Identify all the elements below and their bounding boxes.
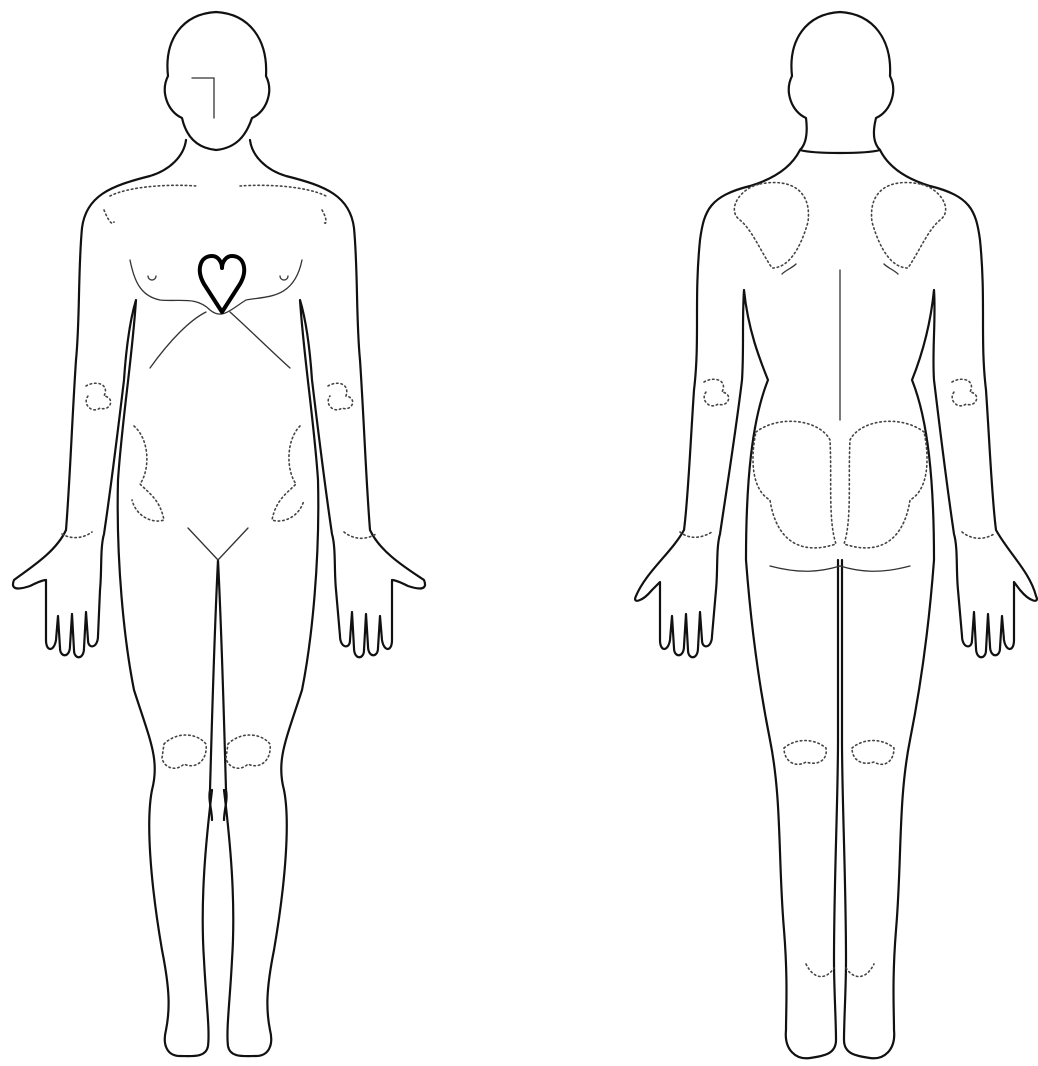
front-nose xyxy=(192,78,214,118)
front-body-right-outline xyxy=(224,140,425,1056)
front-groin xyxy=(188,528,248,560)
back-body-view xyxy=(635,12,1037,1058)
back-pelvis-dots-right xyxy=(844,421,927,548)
front-inner-legs xyxy=(209,560,226,820)
back-buttock-line xyxy=(770,566,910,571)
front-head-outline xyxy=(165,12,269,150)
front-body-left-outline xyxy=(13,140,212,1056)
back-scapula-dots-right xyxy=(872,183,946,268)
front-shoulder-dots-right xyxy=(240,185,326,223)
back-scapula-dots-left xyxy=(734,183,808,268)
front-nipple-right xyxy=(280,276,288,280)
back-elbow-dots-right xyxy=(952,379,977,406)
front-shoulder-dots-left xyxy=(104,185,196,223)
back-ankle-dots xyxy=(806,964,874,977)
front-wrist-dots xyxy=(62,532,376,538)
front-knee-dots-left xyxy=(162,735,206,768)
back-body-left-outline xyxy=(635,150,838,1058)
front-knee-dots-right xyxy=(226,735,270,768)
back-elbow-dots-left xyxy=(704,379,729,406)
back-inner-legs xyxy=(838,560,842,740)
front-body-view xyxy=(13,12,425,1056)
front-ribcage xyxy=(150,312,290,368)
front-hip-dots-left xyxy=(132,426,164,521)
front-hip-dots-right xyxy=(272,426,304,521)
back-wrist-dots xyxy=(680,532,994,538)
heart-icon xyxy=(200,256,244,312)
back-body-right-outline xyxy=(842,150,1037,1058)
front-nipple-left xyxy=(148,276,156,280)
front-elbow-dots-right xyxy=(328,383,353,410)
back-head-outline xyxy=(789,12,893,153)
front-elbow-dots-left xyxy=(86,383,111,410)
back-pelvis-dots-left xyxy=(753,421,836,548)
